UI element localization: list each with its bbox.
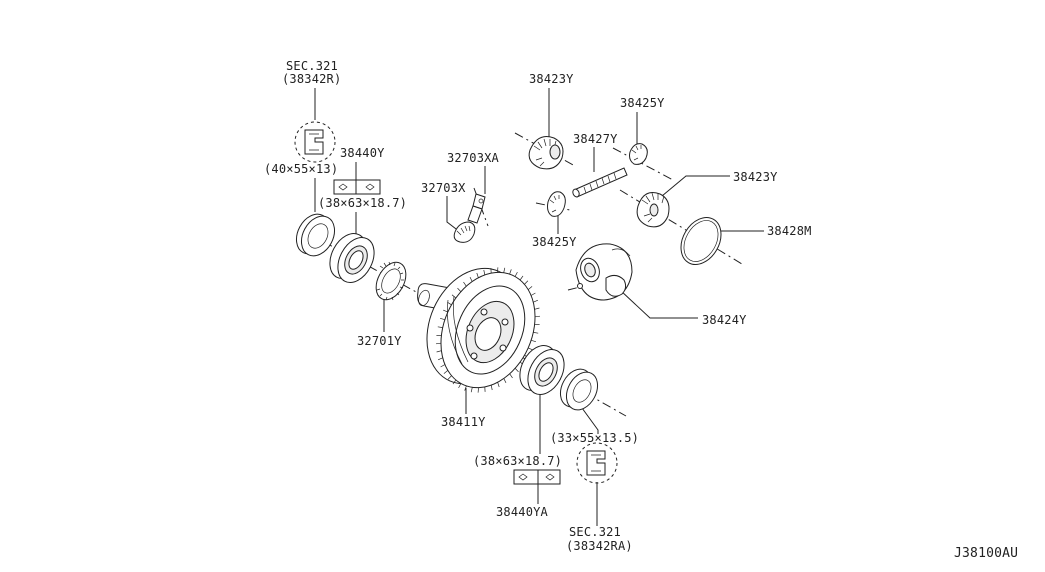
pinion-mate-gear-38425y-top[interactable]: [629, 143, 648, 165]
gear-tooth: [447, 375, 452, 380]
bearing-bottom[interactable]: [513, 339, 572, 400]
leader-lines: [314, 88, 764, 526]
gear-tooth: [443, 370, 449, 374]
gear-tooth: [528, 347, 533, 351]
gear-tooth: [440, 317, 445, 321]
gear-tooth: [464, 385, 467, 391]
gear-tooth: [483, 269, 486, 275]
gear-tooth: [476, 272, 479, 278]
pinion-mate-gear-38425y-mid[interactable]: [547, 191, 566, 217]
gear-tooth: [503, 378, 507, 384]
gear-tooth: [519, 275, 524, 281]
label-38342r[interactable]: (38342R): [282, 72, 341, 86]
label-38425y-top[interactable]: 38425Y: [620, 96, 665, 110]
shim-38440ya[interactable]: [513, 469, 561, 485]
label-seal-bottom-size: (33×55×13.5): [550, 431, 639, 445]
label-bearing-bottom-size: (38×63×18.7): [473, 454, 562, 468]
label-38440ya[interactable]: 38440YA: [496, 505, 549, 519]
label-sec321-top[interactable]: SEC.321: [286, 59, 338, 73]
bearing-top[interactable]: [323, 227, 382, 288]
speedometer-pinion-32703x[interactable]: [453, 193, 486, 243]
gear-tooth: [534, 307, 540, 310]
oil-seal-ring-right[interactable]: [554, 364, 604, 415]
gear-tooth: [503, 267, 506, 273]
label-38427y[interactable]: 38427Y: [573, 132, 618, 146]
gear-tooth: [469, 276, 473, 282]
gear-tooth: [534, 315, 541, 318]
gear-tooth: [497, 382, 500, 388]
gear-tooth: [452, 379, 457, 385]
gear-tooth: [437, 326, 443, 328]
gear-tooth: [530, 292, 536, 296]
differential-case-38424y[interactable]: [575, 243, 633, 301]
gear-tooth: [533, 299, 539, 303]
final-drive-gear-38411y[interactable]: [409, 253, 552, 402]
label-38342ra[interactable]: (38342RA): [566, 539, 633, 553]
gear-tooth: [436, 350, 442, 353]
gear-tooth: [531, 339, 536, 343]
gear-tooth: [533, 332, 539, 334]
gear-tooth: [527, 286, 533, 290]
speedometer-drive-gear-32701y[interactable]: [370, 257, 412, 305]
label-seal-top-size: (40×55×13): [264, 162, 338, 176]
label-38424y[interactable]: 38424Y: [702, 313, 747, 327]
snap-ring-38428m[interactable]: [673, 210, 729, 271]
side-gear-38423y-right[interactable]: [636, 192, 670, 228]
gear-tooth: [514, 271, 518, 277]
gear-tooth: [509, 269, 512, 275]
gear-tooth: [458, 383, 462, 389]
label-38428m[interactable]: 38428M: [767, 224, 812, 238]
side-gear-38423y-top[interactable]: [528, 136, 564, 170]
shim-38440y[interactable]: [333, 179, 381, 195]
gear-tooth: [457, 287, 462, 292]
label-bearing-top-size: (38×63×18.7): [318, 196, 407, 210]
oil-seal-ring-left[interactable]: [290, 208, 341, 261]
label-38423y-top[interactable]: 38423Y: [529, 72, 574, 86]
label-38425y-mid[interactable]: 38425Y: [532, 235, 577, 249]
label-38423y-right[interactable]: 38423Y: [733, 170, 778, 184]
label-32703x[interactable]: 32703X: [421, 181, 466, 195]
pinion-mate-shaft-38427y[interactable]: [572, 167, 628, 198]
oil-seal-bottom-callout[interactable]: [576, 442, 618, 484]
gear-tooth: [463, 281, 467, 287]
gear-tooth: [509, 373, 513, 379]
label-38440y[interactable]: 38440Y: [340, 146, 385, 160]
label-32703xa[interactable]: 32703XA: [447, 151, 500, 165]
gear-tooth: [435, 342, 442, 345]
gear-tooth: [440, 364, 446, 368]
gear-tooth: [524, 280, 529, 285]
gear-tooth: [490, 385, 493, 391]
gear-tooth: [470, 387, 473, 393]
diagram-id: J38100AU: [954, 546, 1018, 561]
label-32701y[interactable]: 32701Y: [357, 334, 402, 348]
label-38411y[interactable]: 38411Y: [441, 415, 486, 429]
label-sec321-bottom[interactable]: SEC.321: [569, 525, 621, 539]
gear-tooth: [514, 368, 519, 373]
oil-seal-top-callout[interactable]: [294, 121, 336, 163]
gear-tooth: [437, 357, 443, 361]
